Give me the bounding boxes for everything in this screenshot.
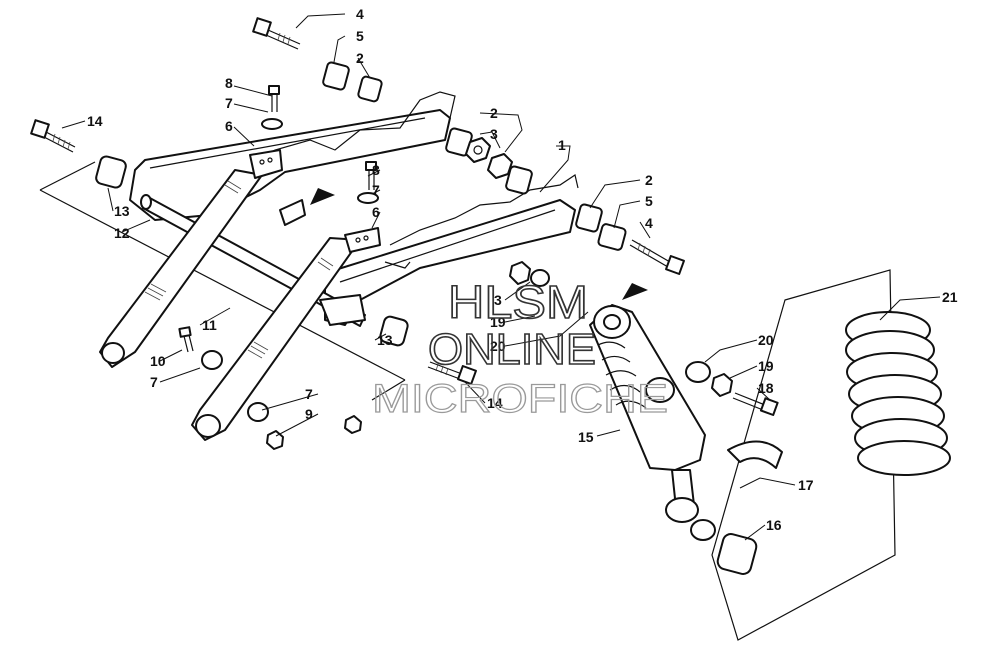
callout-21: 21 (942, 289, 958, 305)
callout-15: 15 (578, 429, 594, 445)
spacer-5-upper (322, 61, 350, 91)
callout-17: 17 (798, 477, 814, 493)
nuts-and-washers (201, 118, 733, 450)
callout-20-center: 20 (490, 338, 506, 354)
watermark: HLSM ONLINE MICROFICHE (371, 275, 668, 421)
watermark-line-2: ONLINE (428, 325, 596, 374)
bushing-16 (716, 533, 758, 575)
lower-arm-left (99, 169, 263, 368)
bushing-2-upper (357, 75, 383, 103)
callout-14-upper: 14 (87, 113, 103, 129)
direction-arrows (310, 188, 648, 300)
leader-lines (61, 13, 941, 541)
bolt-14-upper (30, 119, 76, 153)
callout-19-right: 19 (758, 358, 774, 374)
callout-5-top: 5 (356, 28, 364, 44)
callout-18: 18 (758, 380, 774, 396)
bolt-14-lower (427, 361, 477, 385)
watermark-line-3: MICROFICHE (372, 377, 668, 421)
callout-3-mid: 3 (490, 126, 498, 142)
bushing-13-lower (379, 315, 409, 347)
callout-6-upper: 6 (225, 118, 233, 134)
bushing-2-mid-b (505, 165, 533, 195)
callout-2-mid: 2 (490, 105, 498, 121)
callout-8-lower: 8 (372, 162, 380, 178)
bushing-2-right (575, 203, 603, 233)
watermark-line-1: HLSM (448, 276, 588, 328)
callout-11: 11 (202, 317, 217, 333)
bolt-18 (732, 392, 779, 416)
callout-5-right: 5 (645, 193, 653, 209)
callout-19-center: 19 (490, 314, 506, 330)
callout-9: 9 (305, 406, 313, 422)
coil-spring-21 (845, 311, 951, 476)
callout-6-lower: 6 (372, 204, 380, 220)
callout-7-bottom: 7 (305, 386, 313, 402)
bolt-4-upper (252, 17, 301, 50)
bolt-10 (178, 326, 194, 353)
callout-4-right: 4 (645, 215, 653, 231)
callout-10: 10 (150, 353, 166, 369)
callout-7-upper: 7 (225, 95, 233, 111)
callout-2-right: 2 (645, 172, 653, 188)
callout-labels: 4 5 2 8 7 6 14 2 3 1 8 7 6 2 5 4 13 12 1… (87, 6, 958, 533)
spring-retainer-17 (727, 440, 783, 469)
callout-3-center: 3 (494, 292, 502, 308)
callout-8-upper: 8 (225, 75, 233, 91)
callout-4-top: 4 (356, 6, 364, 22)
callout-7-left: 7 (150, 374, 158, 390)
upper-arm (129, 91, 579, 326)
assembly-frame-left (39, 161, 406, 401)
callout-13-lower: 13 (377, 332, 393, 348)
callout-13-upper: 13 (114, 203, 130, 219)
bushing-13-upper (95, 155, 127, 189)
callout-20-right: 20 (758, 332, 774, 348)
callout-16: 16 (766, 517, 782, 533)
bracket-plates (249, 149, 381, 326)
callout-14-lower: 14 (487, 395, 503, 411)
bolt-8-upper (268, 85, 280, 112)
bolt-4-right (629, 239, 685, 275)
callout-12: 12 (114, 225, 130, 241)
bolt-8-lower (365, 161, 377, 190)
shock-absorber (589, 304, 716, 541)
callout-7-lower: 7 (372, 182, 380, 198)
callout-1: 1 (558, 137, 566, 153)
callout-2-top: 2 (356, 50, 364, 66)
bolts (30, 17, 779, 416)
assembly-frame-right (711, 269, 896, 641)
spacer-5-right (597, 223, 627, 251)
